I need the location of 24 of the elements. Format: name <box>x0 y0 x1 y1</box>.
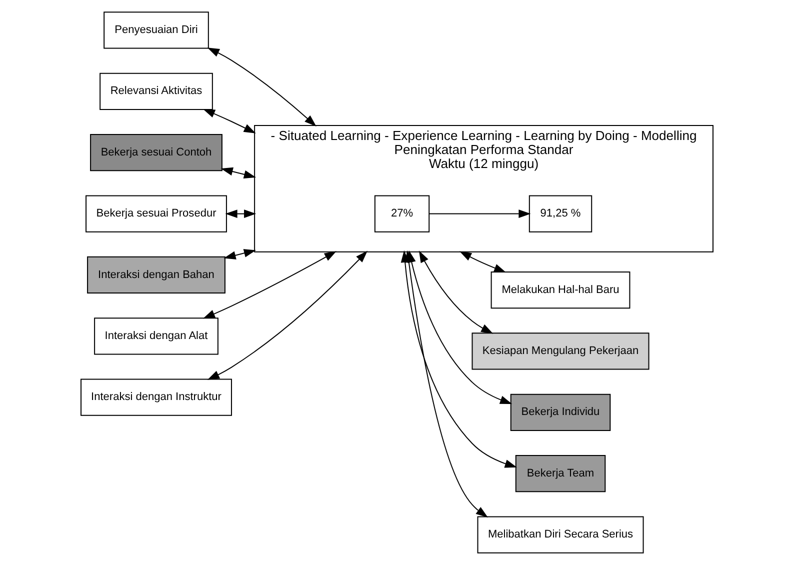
node-box: Kesiapan Mengulang Pekerjaan <box>471 332 649 370</box>
node-box: Interaksi dengan Instruktur <box>80 378 232 416</box>
node-box: Melibatkan Diri Secara Serius <box>476 516 644 554</box>
arrow <box>220 167 256 179</box>
arrow <box>418 250 493 334</box>
arrow <box>202 251 336 319</box>
node-box: Relevansi Aktivitas <box>99 72 212 110</box>
node-box: Interaksi dengan Alat <box>94 318 218 355</box>
node-box: Bekerja sesuai Contoh <box>90 134 222 172</box>
node-box: Interaksi dengan Bahan <box>86 256 225 294</box>
arrow <box>224 210 256 218</box>
node-box: 91,25 % <box>528 195 592 232</box>
arrow <box>223 249 256 260</box>
arrow <box>202 108 256 134</box>
arrow <box>428 210 530 218</box>
node-box: Melakukan Hal-hal Baru <box>490 271 630 309</box>
arrow <box>458 251 506 272</box>
node-box: Bekerja Individu <box>510 394 610 431</box>
node-box: Bekerja sesuai Prosedur <box>85 195 226 232</box>
node-box: Penyesuaian Diri <box>103 12 208 49</box>
node-box: 27% <box>374 195 430 232</box>
node-box: Bekerja Team <box>514 455 606 492</box>
arrow <box>206 48 316 127</box>
arrow <box>206 250 368 380</box>
